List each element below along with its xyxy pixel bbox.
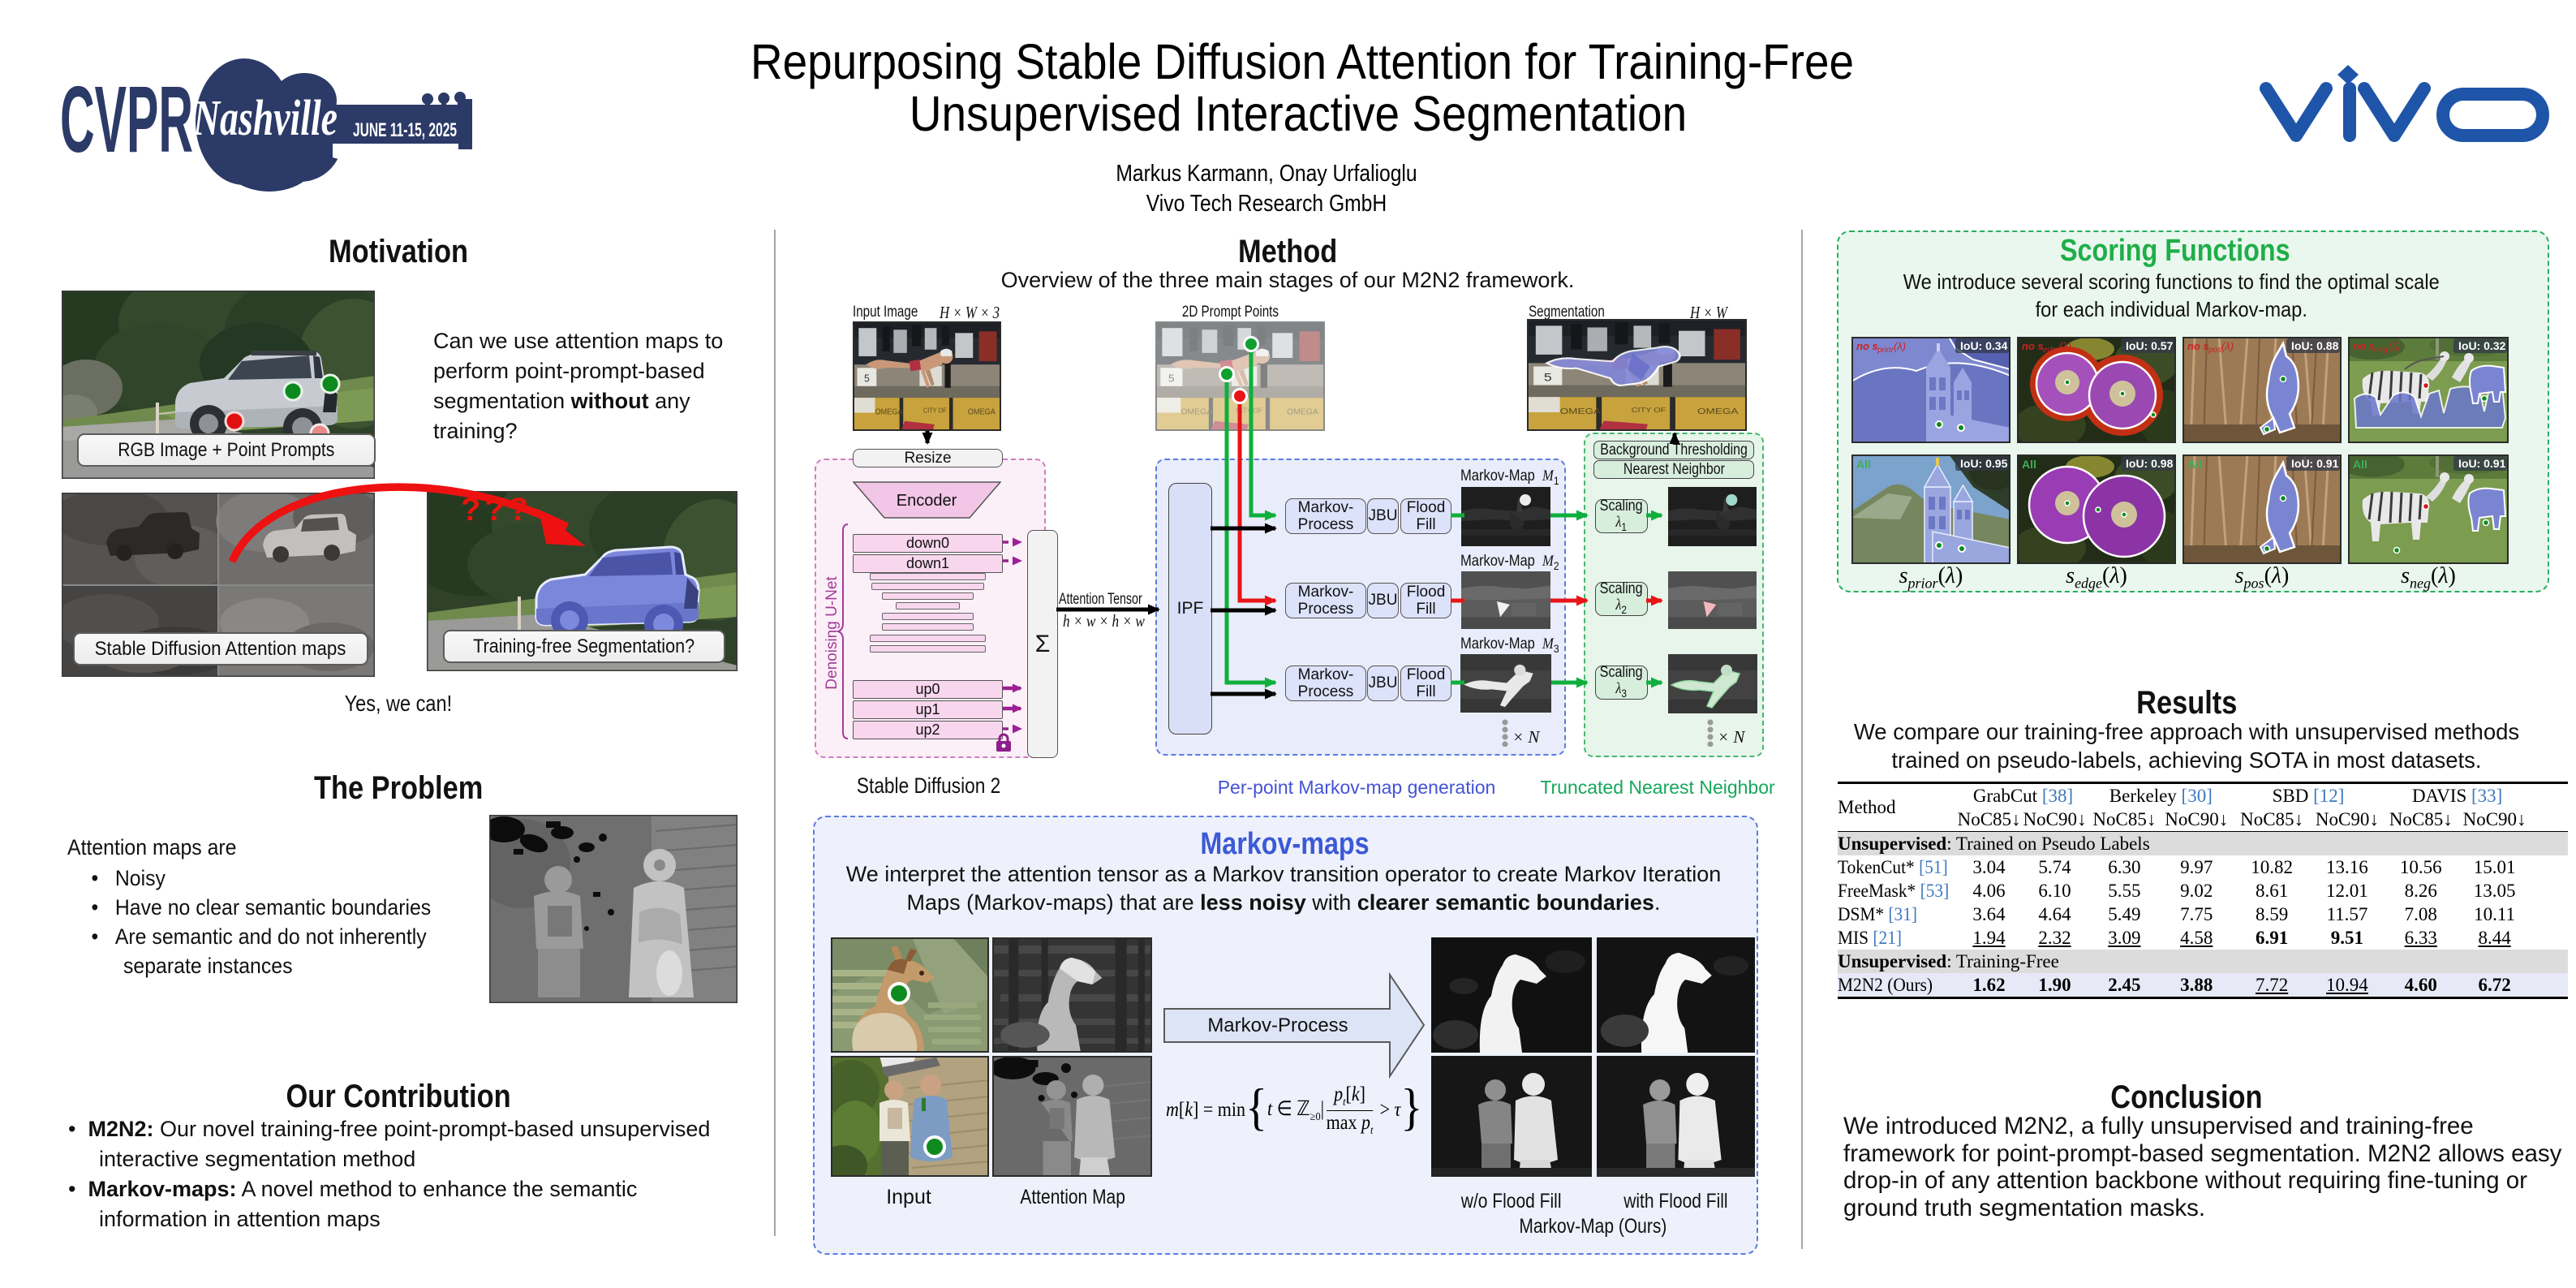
svg-text:Encoder: Encoder [897,492,957,510]
svg-text:Nashville: Nashville [192,91,338,146]
svg-text:JUNE 11-15, 2025: JUNE 11-15, 2025 [353,119,457,141]
svg-text:Denoising U-Net: Denoising U-Net [824,576,841,690]
svg-text:Markov-Process: Markov-Process [1207,1014,1348,1036]
svg-text:CVPR: CVPR [60,67,193,172]
